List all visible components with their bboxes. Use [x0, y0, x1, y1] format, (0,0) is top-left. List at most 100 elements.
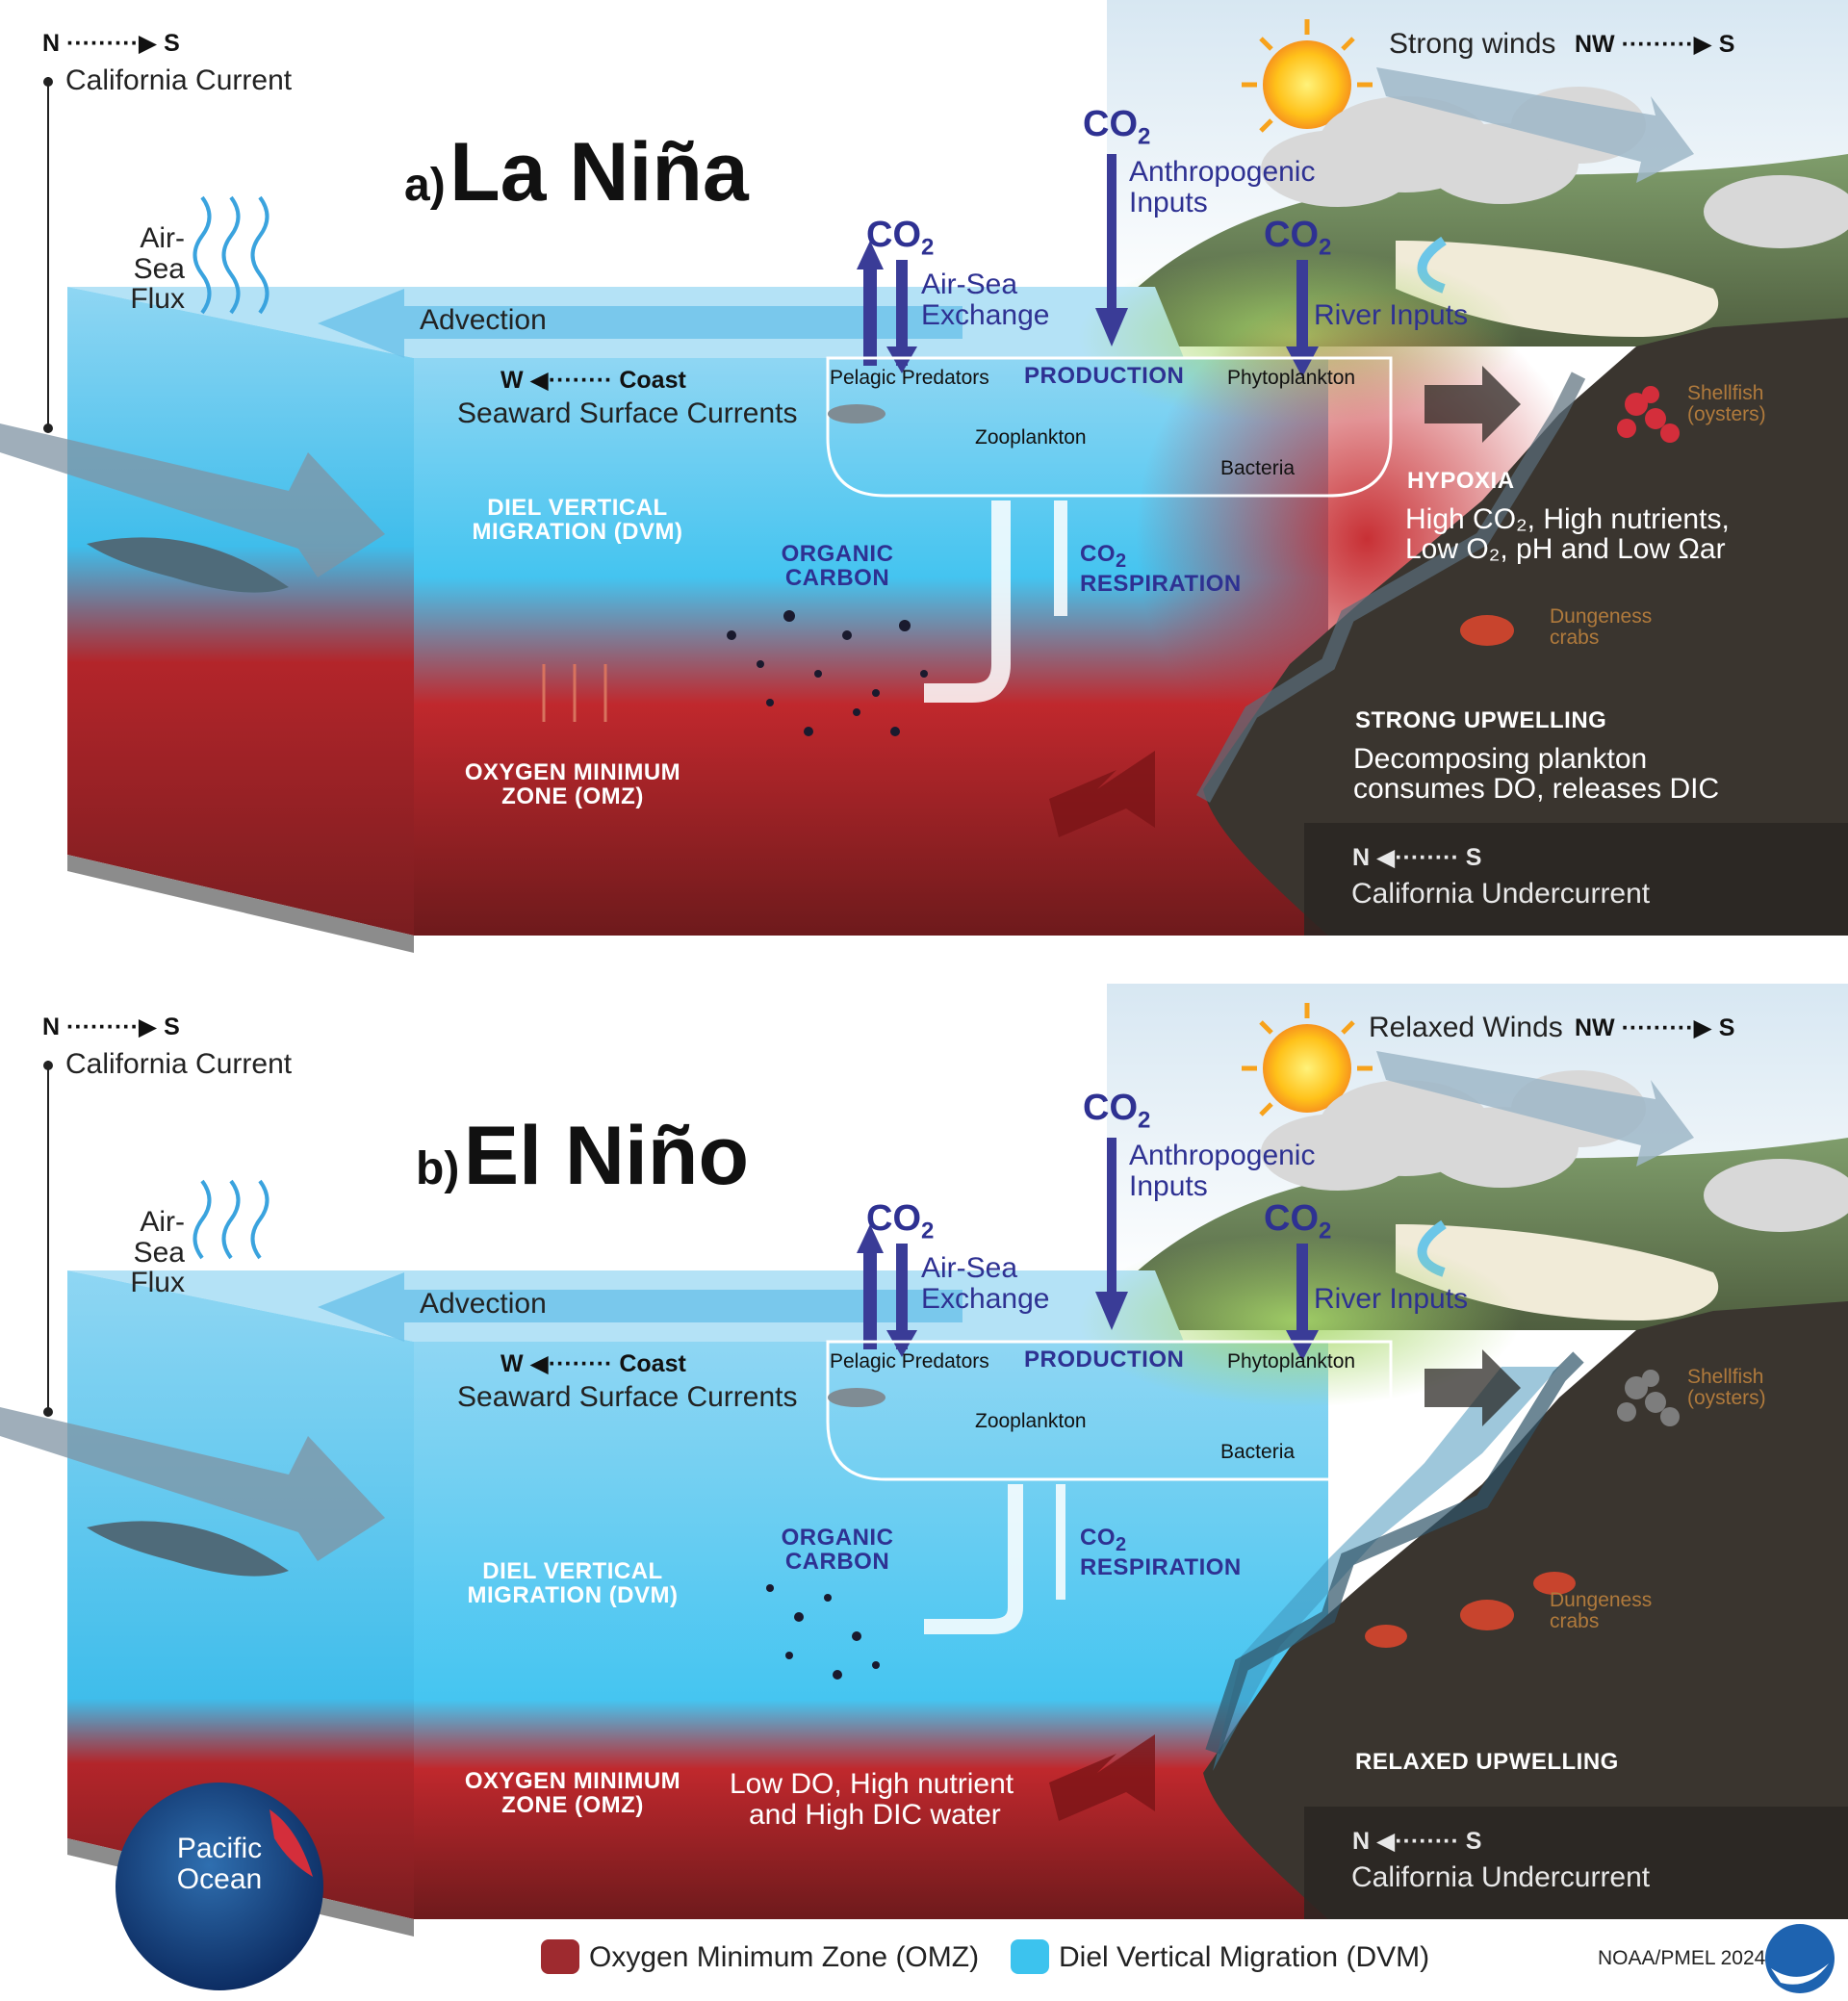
co2-river-a: CO2 [1264, 215, 1332, 261]
globe-label: Pacific Ocean [176, 1833, 263, 1895]
compass-top-a: N ·········▶ S [42, 30, 180, 57]
co2-arrows-b [857, 1138, 1319, 1361]
advection-arrow-a [318, 289, 962, 358]
crabs-label-b: Dungeness crabs [1550, 1589, 1653, 1633]
whale-b [87, 1521, 289, 1577]
hypoxia-label-a: HYPOXIA [1407, 468, 1515, 494]
shellfish-label-b: Shellfish (oysters) [1687, 1366, 1766, 1410]
land-a [1203, 318, 1848, 936]
co2-air-sea-b: CO2 [866, 1198, 935, 1244]
respiration-arrow-b [1056, 1484, 1065, 1600]
dvm-label-a: DIEL VERTICAL MIGRATION (DVM) [472, 495, 683, 546]
sun-a [1263, 40, 1351, 129]
dvm-label-b: DIEL VERTICAL MIGRATION (DVM) [467, 1558, 679, 1609]
panel-a-artwork [0, 0, 1848, 953]
globe-highlight [270, 1809, 313, 1877]
crab-b-3 [1365, 1625, 1407, 1648]
undercurrent-compass-a: N ◀········ S [1352, 844, 1482, 871]
omz-label-b: OXYGEN MINIMUM ZONE (OMZ) [464, 1768, 681, 1819]
river-inputs-label-a: River Inputs [1314, 299, 1469, 331]
co2-anthropogenic-b: CO2 [1083, 1088, 1151, 1134]
upwelling-label-a: STRONG UPWELLING [1355, 707, 1607, 733]
whale-a [87, 537, 289, 593]
zooplankton-label-a: Zooplankton [975, 426, 1087, 449]
legend-dvm-swatch [1011, 1939, 1049, 1974]
wind-compass-a: NW ·········▶ S [1575, 31, 1735, 58]
legend-omz-swatch [541, 1939, 579, 1974]
anthropogenic-label-a: Anthropogenic Inputs [1129, 156, 1316, 218]
advection-label-a: Advection [420, 304, 547, 336]
upwelling-arrowhead-a [1424, 366, 1521, 443]
crab-b-2 [1533, 1572, 1576, 1595]
panel-title-a: a) La Niña [404, 126, 749, 218]
sun-b [1263, 1024, 1351, 1113]
seaward-currents-label-a: Seaward Surface Currents [457, 398, 798, 429]
land-b [1203, 1301, 1848, 1919]
organic-carbon-label-a: ORGANIC CARBON [781, 541, 894, 592]
pelagic-predators-label-a: Pelagic Predators [830, 367, 989, 389]
production-label-a: PRODUCTION [1024, 363, 1185, 389]
upwelling-arrowhead-b [1424, 1349, 1521, 1426]
undercurrent-label-b: California Undercurrent [1351, 1861, 1651, 1893]
upwelling-path-b [1205, 1351, 1584, 1755]
legend-omz-label: Oxygen Minimum Zone (OMZ) [589, 1941, 980, 1973]
co2-river-b: CO2 [1264, 1198, 1332, 1244]
coast-compass-a: W ◀········ Coast [500, 367, 686, 394]
undercurrent-label-a: California Undercurrent [1351, 878, 1651, 910]
co2-air-sea-a: CO2 [866, 215, 935, 261]
oysters-a [1617, 386, 1680, 443]
omz-arrow-b [1049, 1734, 1155, 1821]
credit-label: NOAA/PMEL 2024 [1598, 1947, 1766, 1969]
omz-up-arrows-a [542, 664, 607, 722]
air-sea-flux-label-a: Air-Sea Flux [130, 222, 185, 315]
carbon-flux-arrow-a [924, 500, 1011, 703]
production-bowl-b [826, 1340, 1393, 1481]
advection-arrow-b [318, 1272, 962, 1342]
slab-a [67, 855, 414, 953]
organic-carbon-dots-a [727, 610, 928, 736]
wind-arrow-a [1376, 67, 1694, 183]
co2-anthropogenic-a: CO2 [1083, 104, 1151, 150]
current-arrow-b [0, 1407, 385, 1561]
compass-top-b: N ·········▶ S [42, 1013, 180, 1040]
omz-arrow-a [1049, 751, 1155, 837]
phytoplankton-label-a: Phytoplankton [1227, 367, 1356, 389]
fish-b [828, 1388, 886, 1407]
seaward-currents-label-b: Seaward Surface Currents [457, 1381, 798, 1413]
air-sea-exchange-label-a: Air-Sea Exchange [921, 269, 1050, 331]
upwelling-desc-2-a: consumes DO, releases DIC [1353, 773, 1720, 805]
upwelling-desc-1-a: Decomposing plankton [1353, 743, 1648, 775]
shellfish-label-a: Shellfish (oysters) [1687, 382, 1766, 426]
current-arrow-a [0, 423, 385, 577]
california-current-label-a: California Current [65, 64, 293, 96]
side-face-a [67, 287, 414, 936]
hypoxia-desc-2-a: Low O₂, pH and Low Ωar [1405, 533, 1726, 565]
pacific-globe [116, 1783, 323, 1990]
production-label-b: PRODUCTION [1024, 1347, 1185, 1372]
carbon-flux-arrow-b [924, 1484, 1023, 1634]
organic-carbon-dots-b [766, 1584, 880, 1680]
oysters-b [1617, 1370, 1680, 1426]
phytoplankton-label-b: Phytoplankton [1227, 1350, 1356, 1372]
crab-a [1460, 615, 1514, 646]
legend-dvm-label: Diel Vertical Migration (DVM) [1059, 1941, 1430, 1973]
omz-label-a: OXYGEN MINIMUM ZONE (OMZ) [464, 759, 681, 810]
crabs-label-a: Dungeness crabs [1550, 605, 1653, 650]
upwelling-label-b: RELAXED UPWELLING [1355, 1749, 1619, 1775]
undercurrent-band-a [1304, 823, 1848, 936]
production-bowl-a [826, 356, 1393, 498]
air-sea-flux-waves-a [192, 195, 270, 315]
pelagic-predators-label-b: Pelagic Predators [830, 1350, 989, 1372]
wind-arrow-b [1376, 1051, 1694, 1167]
side-face-b [67, 1270, 414, 1919]
wind-label-b: Relaxed Winds [1369, 1012, 1563, 1043]
zooplankton-label-b: Zooplankton [975, 1410, 1087, 1432]
air-sea-flux-waves-b [192, 1179, 270, 1260]
air-sea-flux-label-b: Air-Sea Flux [130, 1206, 185, 1298]
clouds-b [1261, 1070, 1848, 1232]
wind-label-a: Strong winds [1389, 28, 1556, 60]
